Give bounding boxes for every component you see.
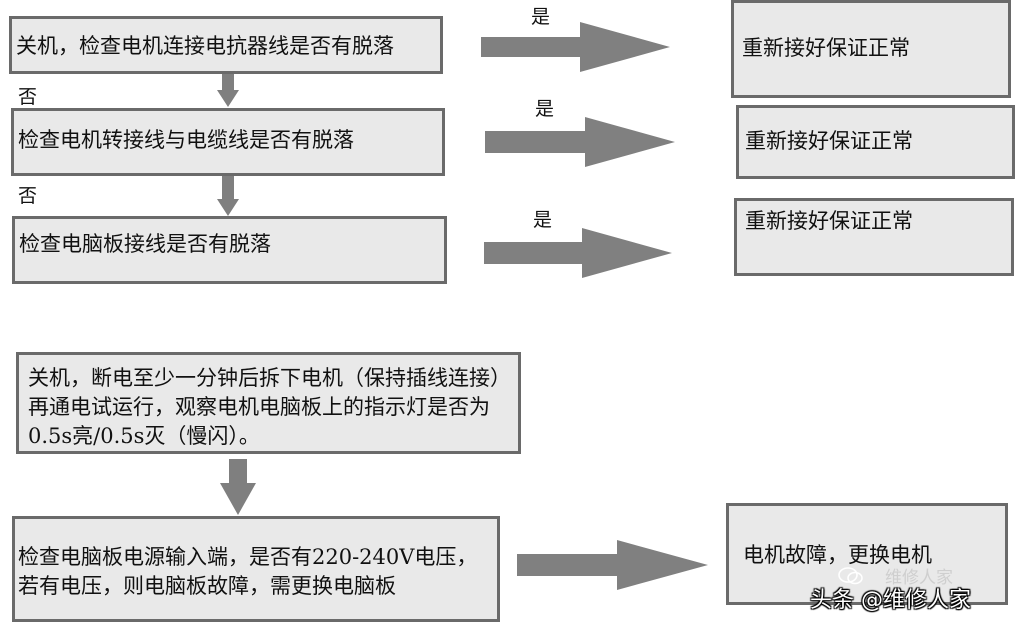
right-arrow-2 [485,117,675,167]
right-arrow-4 [517,540,708,590]
result-3-text: 重新接好保证正常 [745,209,913,233]
bottom-step-box-1: 关机，断电至少一分钟后拆下电机（保持插线连接）再通电试运行，观察电机电脑板上的指… [16,352,521,454]
watermark-ghost-text: 维修人家 [885,568,953,588]
step-box-1: 关机，检查电机连接电抗器线是否有脱落 [9,16,443,74]
result-box-1: 重新接好保证正常 [731,0,1011,98]
result-1-text: 重新接好保证正常 [742,36,910,60]
bottom-step-box-2: 检查电脑板电源输入端，是否有220-240V电压， 若有电压，则电脑板故障，需更… [12,516,500,622]
step-1-text: 关机，检查电机连接电抗器线是否有脱落 [16,34,394,58]
yes-label-2: 是 [535,98,555,120]
right-arrow-3 [484,228,672,278]
down-arrow-3 [220,459,256,515]
no-label-1: 否 [18,86,38,108]
step-box-3: 检查电脑板接线是否有脱落 [12,216,447,284]
result-box-2: 重新接好保证正常 [736,105,1015,179]
bottom-result-box: 电机故障，更换电机 [726,503,1008,605]
no-label-2: 否 [18,185,38,207]
down-arrow-1 [217,74,239,107]
wechat-logo-icon [838,567,863,585]
result-box-3: 重新接好保证正常 [734,198,1014,276]
step-3-text: 检查电脑板接线是否有脱落 [19,232,271,256]
bottom-result-text: 电机故障，更换电机 [743,543,932,567]
step-2-text: 检查电机转接线与电缆线是否有脱落 [18,128,354,152]
result-2-text: 重新接好保证正常 [745,129,913,153]
bottom-step-2-line2: 若有电压，则电脑板故障，需更换电脑板 [18,574,396,598]
watermark-text: 头条 @维修人家 [810,588,971,613]
yes-label-1: 是 [531,6,551,28]
down-arrow-2 [217,176,239,216]
bottom-step-2-line1: 检查电脑板电源输入端，是否有220-240V电压， [18,545,478,569]
step-box-2: 检查电机转接线与电缆线是否有脱落 [11,108,445,176]
right-arrow-1 [481,22,670,72]
bottom-step-1-text: 关机，断电至少一分钟后拆下电机（保持插线连接）再通电试运行，观察电机电脑板上的指… [28,366,501,448]
yes-label-3: 是 [533,209,553,231]
